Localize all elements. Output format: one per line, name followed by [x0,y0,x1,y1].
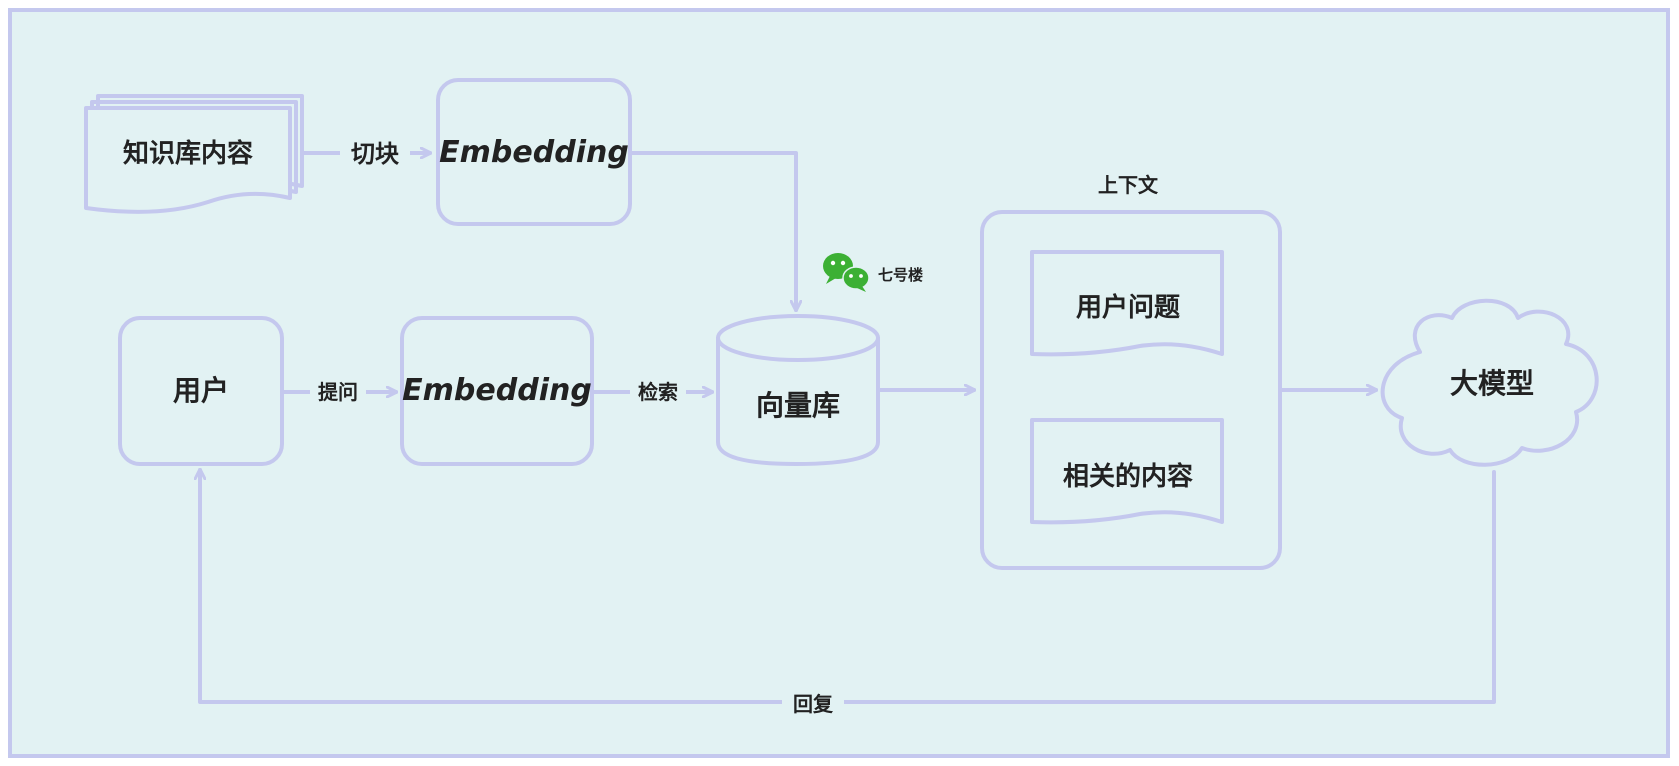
vector-db-node: 向量库 [716,314,880,466]
llm-cloud [1380,298,1599,467]
knowledge-base-label: 知识库内容 [123,138,253,169]
edge-reply-label: 回复 [793,692,834,716]
vector-db-label: 向量库 [756,389,840,422]
embedding-mid-box [400,316,594,466]
related-content-doc [1030,418,1224,525]
edge-reply-label-bg [782,688,844,718]
user-box [118,316,284,466]
edge-reply [200,468,1496,704]
embedding-top-box [436,78,632,226]
wechat-icon [823,253,870,292]
edge-ask-label-bg [310,377,366,405]
doc-stack-front [84,106,292,214]
embedding-mid-node: Embedding [400,316,594,466]
user-question-doc [1030,250,1224,357]
vector-db-top [716,314,880,362]
embedding-top-node: Embedding [436,78,632,226]
llm-node: 大模型 [1380,298,1599,467]
edge-chunk-label: 切块 [351,140,399,168]
user-question-label: 用户问题 [1076,292,1180,323]
wechat-watermark-text: 七号楼 [878,266,923,284]
wechat-watermark: 七号楼 [823,253,923,292]
llm-label: 大模型 [1450,367,1534,400]
vector-db-body [716,336,880,466]
edge-retrieve-label-bg [630,377,686,405]
edge-chunk-label-bg [340,137,410,169]
edge-retrieve-label: 检索 [638,380,678,404]
edge-embed-to-vector [630,151,796,312]
embedding-mid-label: Embedding [402,373,592,408]
embedding-top-label: Embedding [439,135,629,170]
user-question-node: 用户问题 [1030,250,1224,357]
edge-ask-label: 提问 [318,380,358,404]
context-title: 上下文 [1098,173,1159,197]
knowledge-base-node: 知识库内容 [84,94,304,214]
user-node: 用户 [118,316,284,466]
related-content-label: 相关的内容 [1063,461,1193,492]
related-content-node: 相关的内容 [1030,418,1224,525]
user-label: 用户 [173,374,229,407]
